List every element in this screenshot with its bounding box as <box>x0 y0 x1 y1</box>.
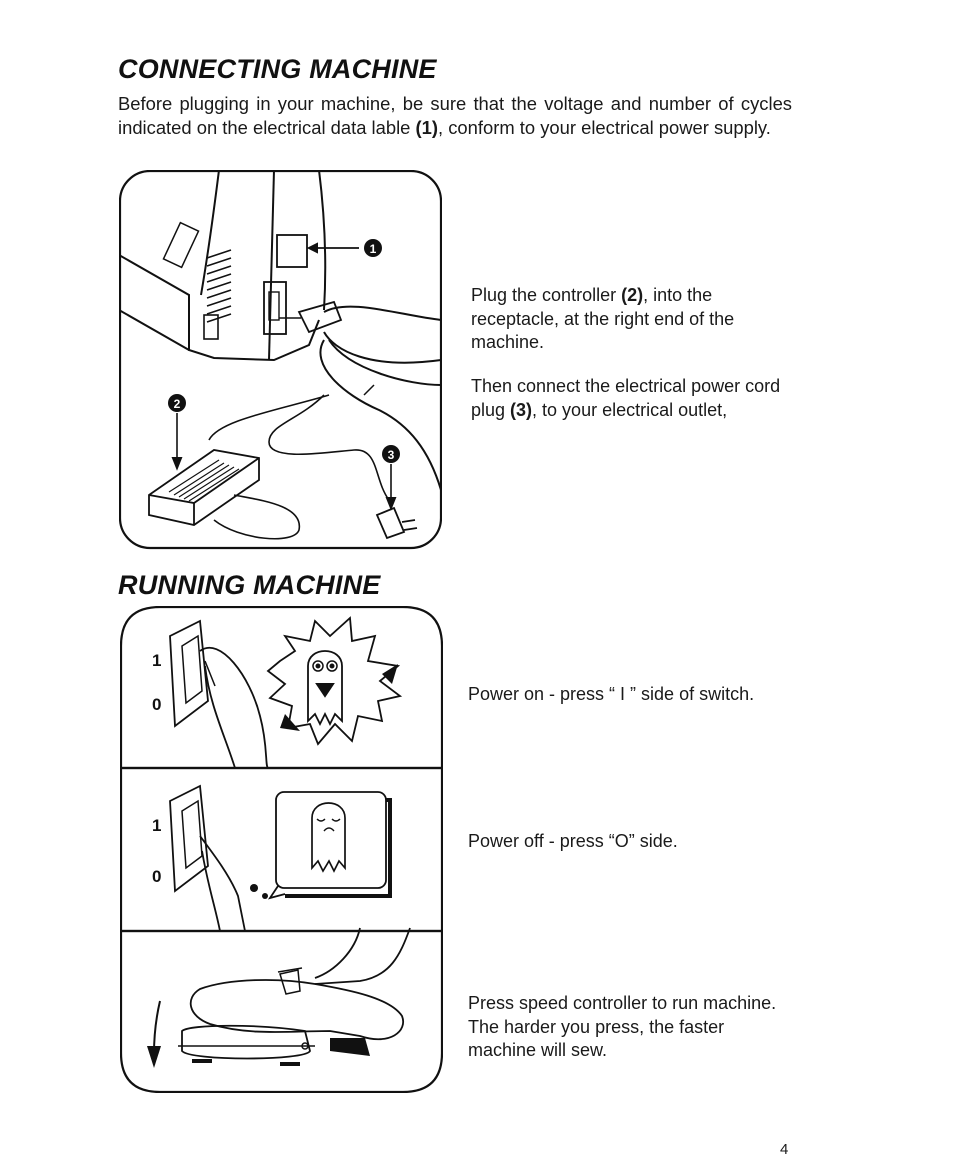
switch-label-off: 0 <box>152 695 161 714</box>
power-off-text: Power off - press “O” side. <box>468 831 678 851</box>
callout-3: 3 <box>388 448 395 462</box>
speed-controller-panel-art <box>147 927 411 1068</box>
switch-label-on-2: 1 <box>152 816 161 835</box>
callout-1: 1 <box>370 242 377 256</box>
speed-controller-text: Press speed controller to run machine. T… <box>468 992 808 1063</box>
switch-label-on: 1 <box>152 651 161 670</box>
intro-text-2: , conform to your electrical power suppl… <box>438 116 771 138</box>
plug-ref: (2) <box>621 285 644 305</box>
running-machine-illustration: 1 0 1 0 <box>120 606 443 1093</box>
connecting-machine-illustration: 1 2 3 <box>119 170 442 550</box>
callout-2: 2 <box>174 397 181 411</box>
power-on-text: Power on - press “ I ” side of switch. <box>468 684 755 704</box>
power-on-panel-art: 1 0 <box>152 616 403 769</box>
speed-text-line-3: machine will sew. <box>468 1040 608 1060</box>
cord-ref: (3) <box>510 399 533 420</box>
plug-text-2: , into the receptacle, at the right end … <box>471 285 735 352</box>
intro-text-1: Before plugging in your machine, be sure… <box>118 93 792 138</box>
power-off-panel-art: 1 0 <box>152 784 392 932</box>
cord-text-2: , to your electrical outlet, <box>532 399 728 420</box>
plug-controller-paragraph: Plug the controller (2), into the recept… <box>471 284 771 355</box>
speed-text-line-2: The harder you press, the faster <box>468 1016 725 1037</box>
connecting-intro-paragraph: Before plugging in your machine, be sure… <box>118 92 792 139</box>
switch-label-off-2: 0 <box>152 867 161 886</box>
plug-text-1: Plug the controller <box>471 285 622 305</box>
cord-text-1: Then connect the electrical power cord p… <box>471 376 781 420</box>
section-heading-connecting: CONNECTING MACHINE <box>118 54 437 84</box>
cord-plug-paragraph: Then connect the electrical power cord p… <box>471 375 801 422</box>
section-heading-running: RUNNING MACHINE <box>118 570 381 600</box>
speed-text-line-1: Press speed controller to run machine. <box>468 993 777 1013</box>
intro-ref-1: (1) <box>415 116 438 138</box>
page-number: 4 <box>780 1141 789 1158</box>
